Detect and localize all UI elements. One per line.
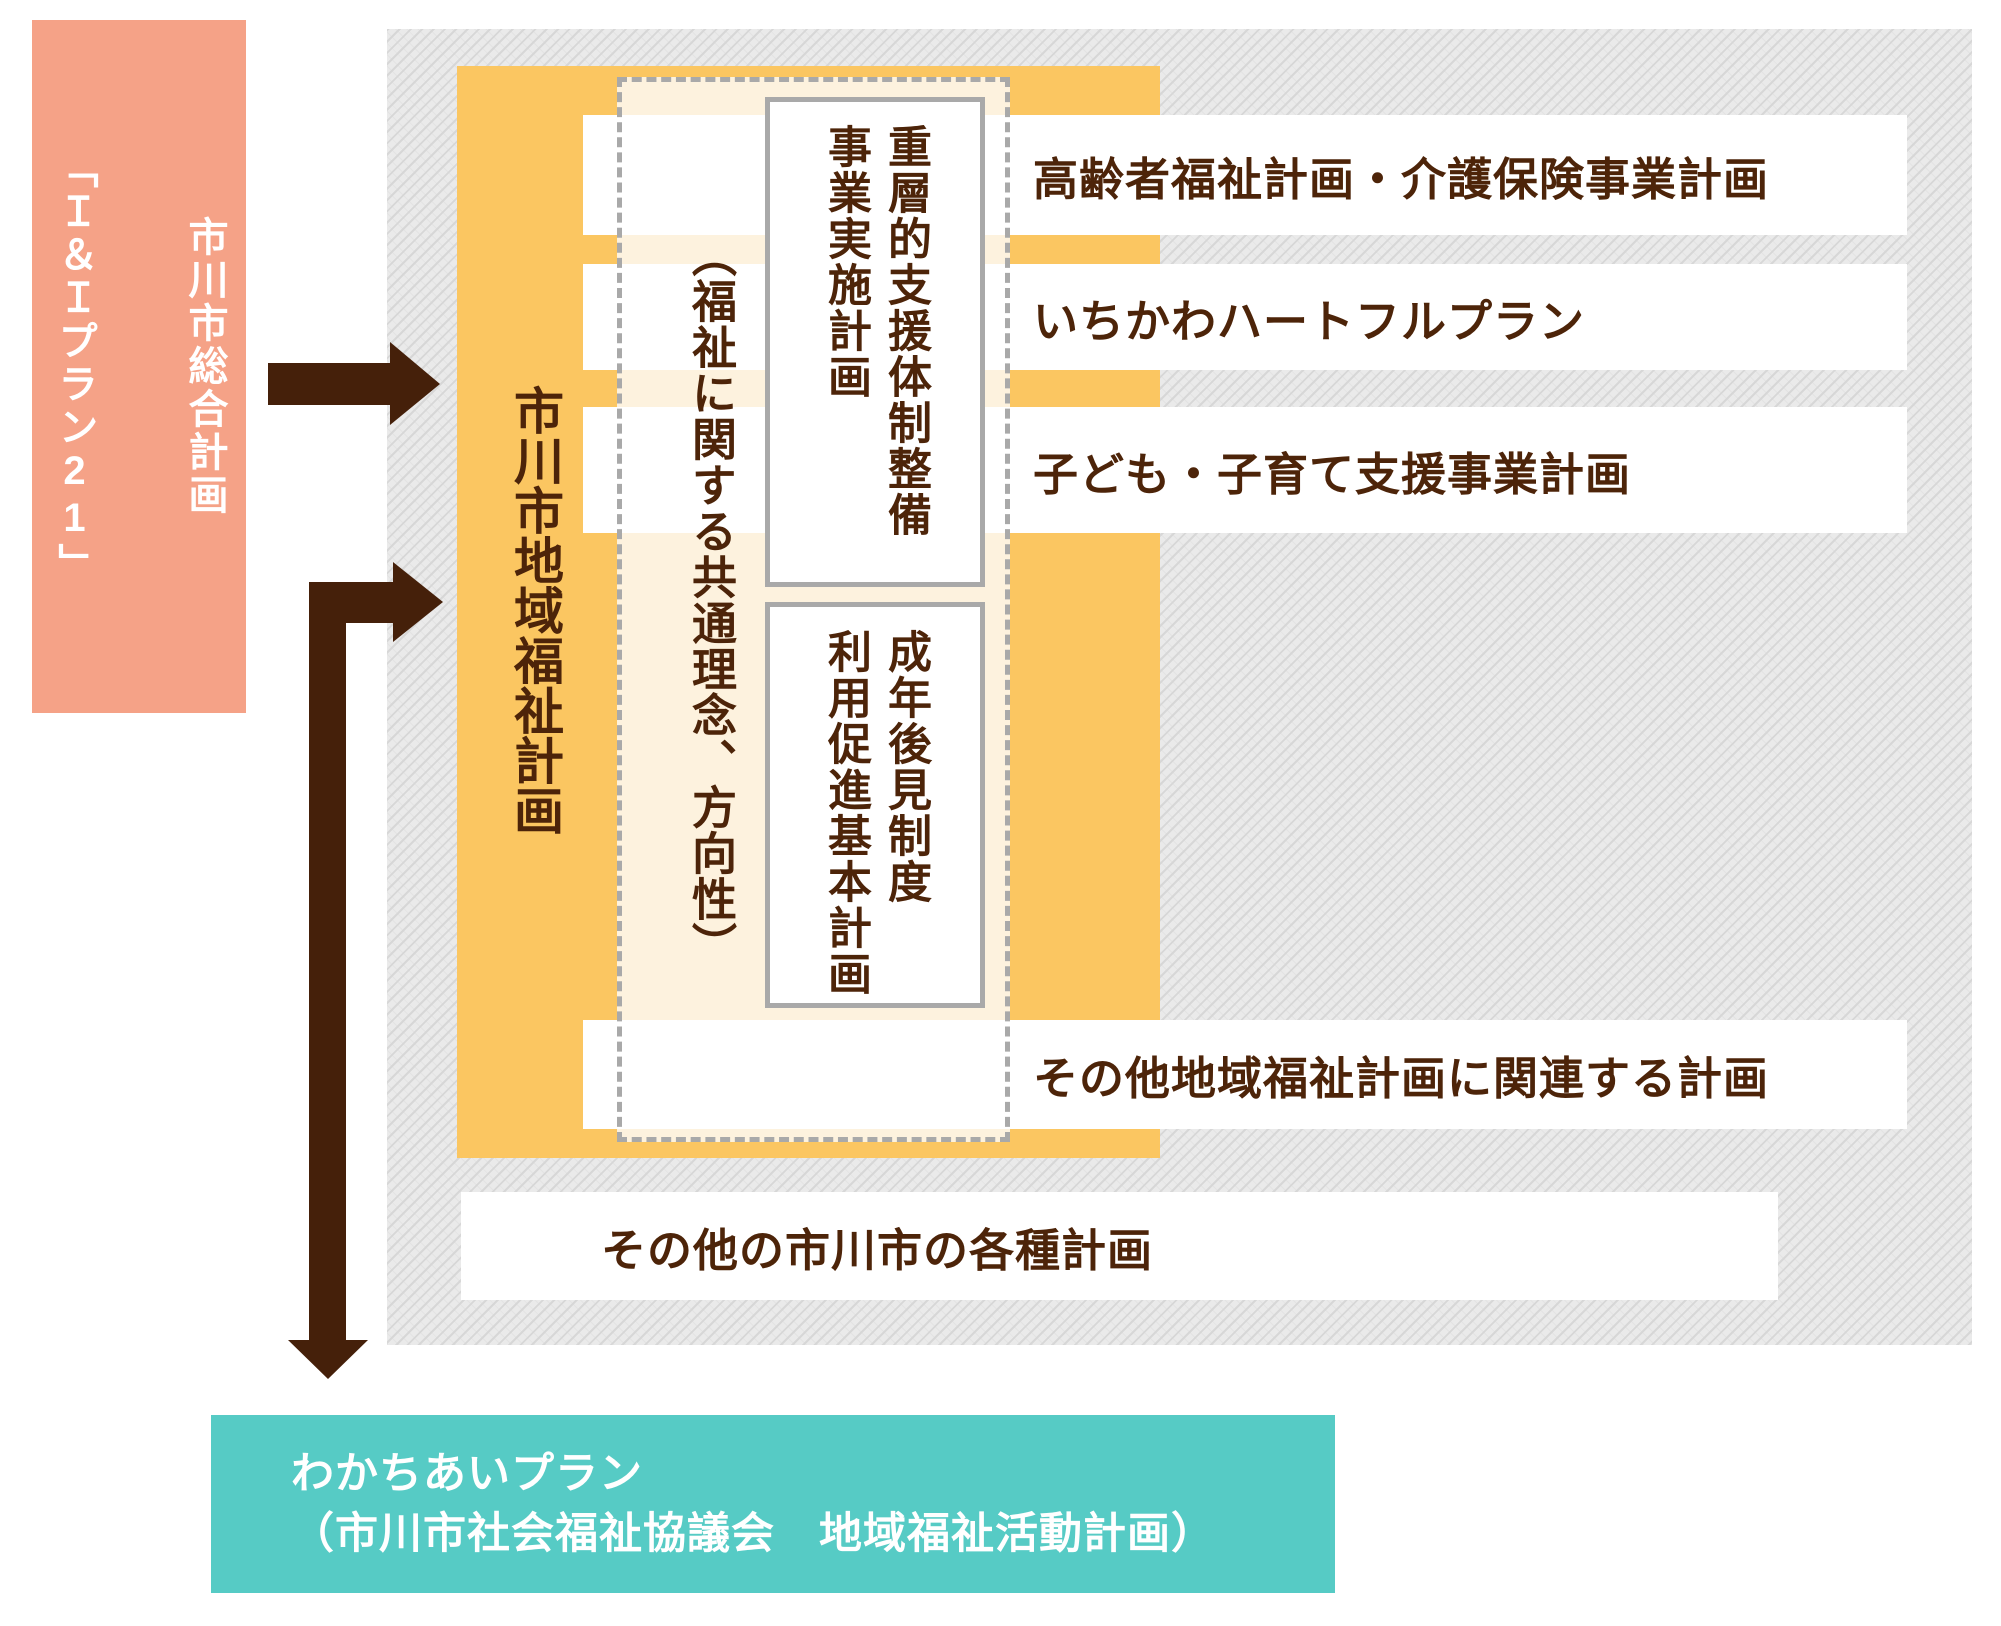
guardianship-plan-label: 成年後見制度 利用促進基本計画	[821, 629, 930, 997]
general-plan-label-col1: 市川市総合計画	[182, 216, 227, 517]
plan-bar-other-related-label: その他地域福祉計画に関連する計画	[1033, 1053, 1770, 1104]
support-system-plan-label: 重層的支援体制整備 事業実施計画	[821, 124, 930, 538]
general-plan-label-col2: 「Ｉ＆Ｉプラン21」	[52, 147, 97, 586]
plan-bar-children-label: 子ども・子育て支援事業計画	[1033, 448, 1632, 500]
common-principles-label: （福祉に関する共通理念、方向性）	[685, 232, 736, 968]
regional-welfare-plan-label: 市川市地域福祉計画	[507, 385, 563, 835]
guardianship-plan-box: 成年後見制度 利用促進基本計画	[765, 602, 985, 1008]
wakachiai-plan-line2: （市川市社会福祉協議会 地域福祉活動計画）	[291, 1510, 1215, 1558]
common-principles-dashed-frame	[617, 77, 1010, 1142]
plan-bar-other-related: その他地域福祉計画に関連する計画	[583, 1020, 1907, 1129]
other-city-plans-label: その他の市川市の各種計画	[601, 1224, 1154, 1276]
plan-bar-heartful-label: いちかわハートフルプラン	[1033, 295, 1586, 347]
other-city-plans-bar: その他の市川市の各種計画	[461, 1192, 1778, 1300]
regional-welfare-plan-label-wrap: 市川市地域福祉計画	[505, 360, 565, 860]
general-plan-box: 市川市総合計画 「Ｉ＆Ｉプラン21」	[32, 20, 246, 713]
support-system-plan-box: 重層的支援体制整備 事業実施計画	[765, 97, 985, 587]
plan-bar-elderly-label: 高齢者福祉計画・介護保険事業計画	[1033, 153, 1770, 205]
wakachiai-plan-box: わかちあいプラン （市川市社会福祉協議会 地域福祉活動計画）	[211, 1415, 1335, 1593]
general-plan-label: 市川市総合計画 「Ｉ＆Ｉプラン21」	[42, 148, 237, 586]
common-principles-label-wrap: （福祉に関する共通理念、方向性）	[680, 95, 740, 1105]
wakachiai-plan-line1: わかちあいプラン	[291, 1450, 643, 1498]
